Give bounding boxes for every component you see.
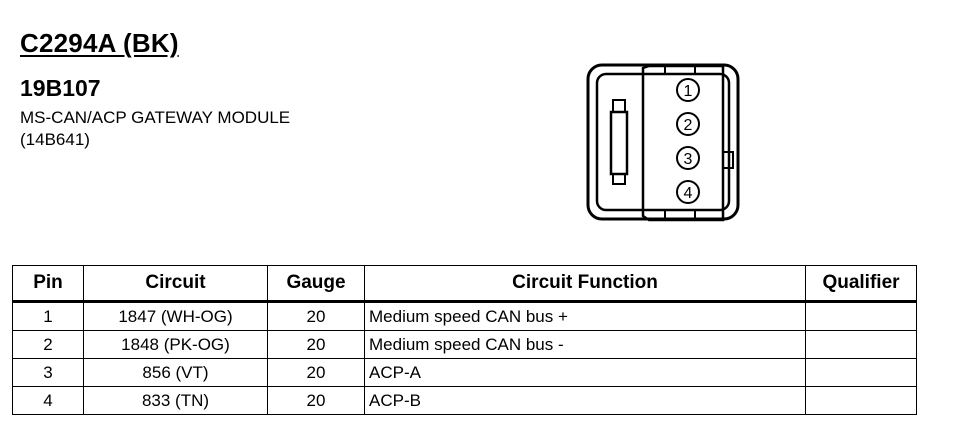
key-slot-bottom <box>664 209 696 221</box>
cell-function: Medium speed CAN bus + <box>364 301 806 331</box>
part-number: 19B107 <box>20 75 101 101</box>
table-header-row: Pin Circuit Gauge Circuit Function Quali… <box>12 265 917 303</box>
cell-pin: 1 <box>12 301 84 331</box>
module-name: MS-CAN/ACP GATEWAY MODULE <box>20 108 291 127</box>
module-code: (14B641) <box>20 130 90 149</box>
cell-circuit: 1847 (WH-OG) <box>83 301 268 331</box>
pin-3-label: 3 <box>684 151 693 168</box>
cell-qualifier <box>805 358 917 387</box>
connector-id-title: C2294A (BK) <box>20 28 179 58</box>
cell-circuit: 856 (VT) <box>83 358 268 387</box>
table-row: 3 856 (VT) 20 ACP-A <box>12 358 917 387</box>
pin-4-label: 4 <box>684 185 693 202</box>
cell-qualifier <box>805 301 917 331</box>
cell-pin: 4 <box>12 386 84 415</box>
cell-gauge: 20 <box>267 330 365 359</box>
cell-circuit: 833 (TN) <box>83 386 268 415</box>
pin-4: 4 <box>676 180 700 204</box>
cell-pin: 2 <box>12 330 84 359</box>
pin-1: 1 <box>676 78 700 102</box>
header-circuit-function: Circuit Function <box>364 265 806 303</box>
cell-qualifier <box>805 330 917 359</box>
pin-assignment-table: Pin Circuit Gauge Circuit Function Quali… <box>12 265 917 415</box>
latch-tab-bottom <box>612 173 626 185</box>
cell-function: ACP-A <box>364 358 806 387</box>
connector-inner-cavity <box>595 72 731 212</box>
table-row: 2 1848 (PK-OG) 20 Medium speed CAN bus - <box>12 330 917 359</box>
pin-3: 3 <box>676 146 700 170</box>
cell-function: ACP-B <box>364 386 806 415</box>
header-circuit: Circuit <box>83 265 268 303</box>
pin-1-label: 1 <box>684 83 693 100</box>
pin-2: 2 <box>676 112 700 136</box>
cell-gauge: 20 <box>267 386 365 415</box>
table-row: 1 1847 (WH-OG) 20 Medium speed CAN bus + <box>12 301 917 331</box>
connector-face-diagram: 1 2 3 4 <box>586 63 740 222</box>
terminal-insert-block <box>641 64 725 222</box>
locking-latch <box>609 110 629 176</box>
latch-tab-top <box>612 99 626 113</box>
cell-qualifier <box>805 386 917 415</box>
cell-function: Medium speed CAN bus - <box>364 330 806 359</box>
cell-pin: 3 <box>12 358 84 387</box>
pin-2-label: 2 <box>684 117 693 134</box>
side-tab <box>722 151 734 169</box>
table-row: 4 833 (TN) 20 ACP-B <box>12 386 917 415</box>
cell-gauge: 20 <box>267 358 365 387</box>
cell-gauge: 20 <box>267 301 365 331</box>
header-qualifier: Qualifier <box>805 265 917 303</box>
header-pin: Pin <box>12 265 84 303</box>
cell-circuit: 1848 (PK-OG) <box>83 330 268 359</box>
key-slot-top <box>664 65 696 75</box>
header-gauge: Gauge <box>267 265 365 303</box>
